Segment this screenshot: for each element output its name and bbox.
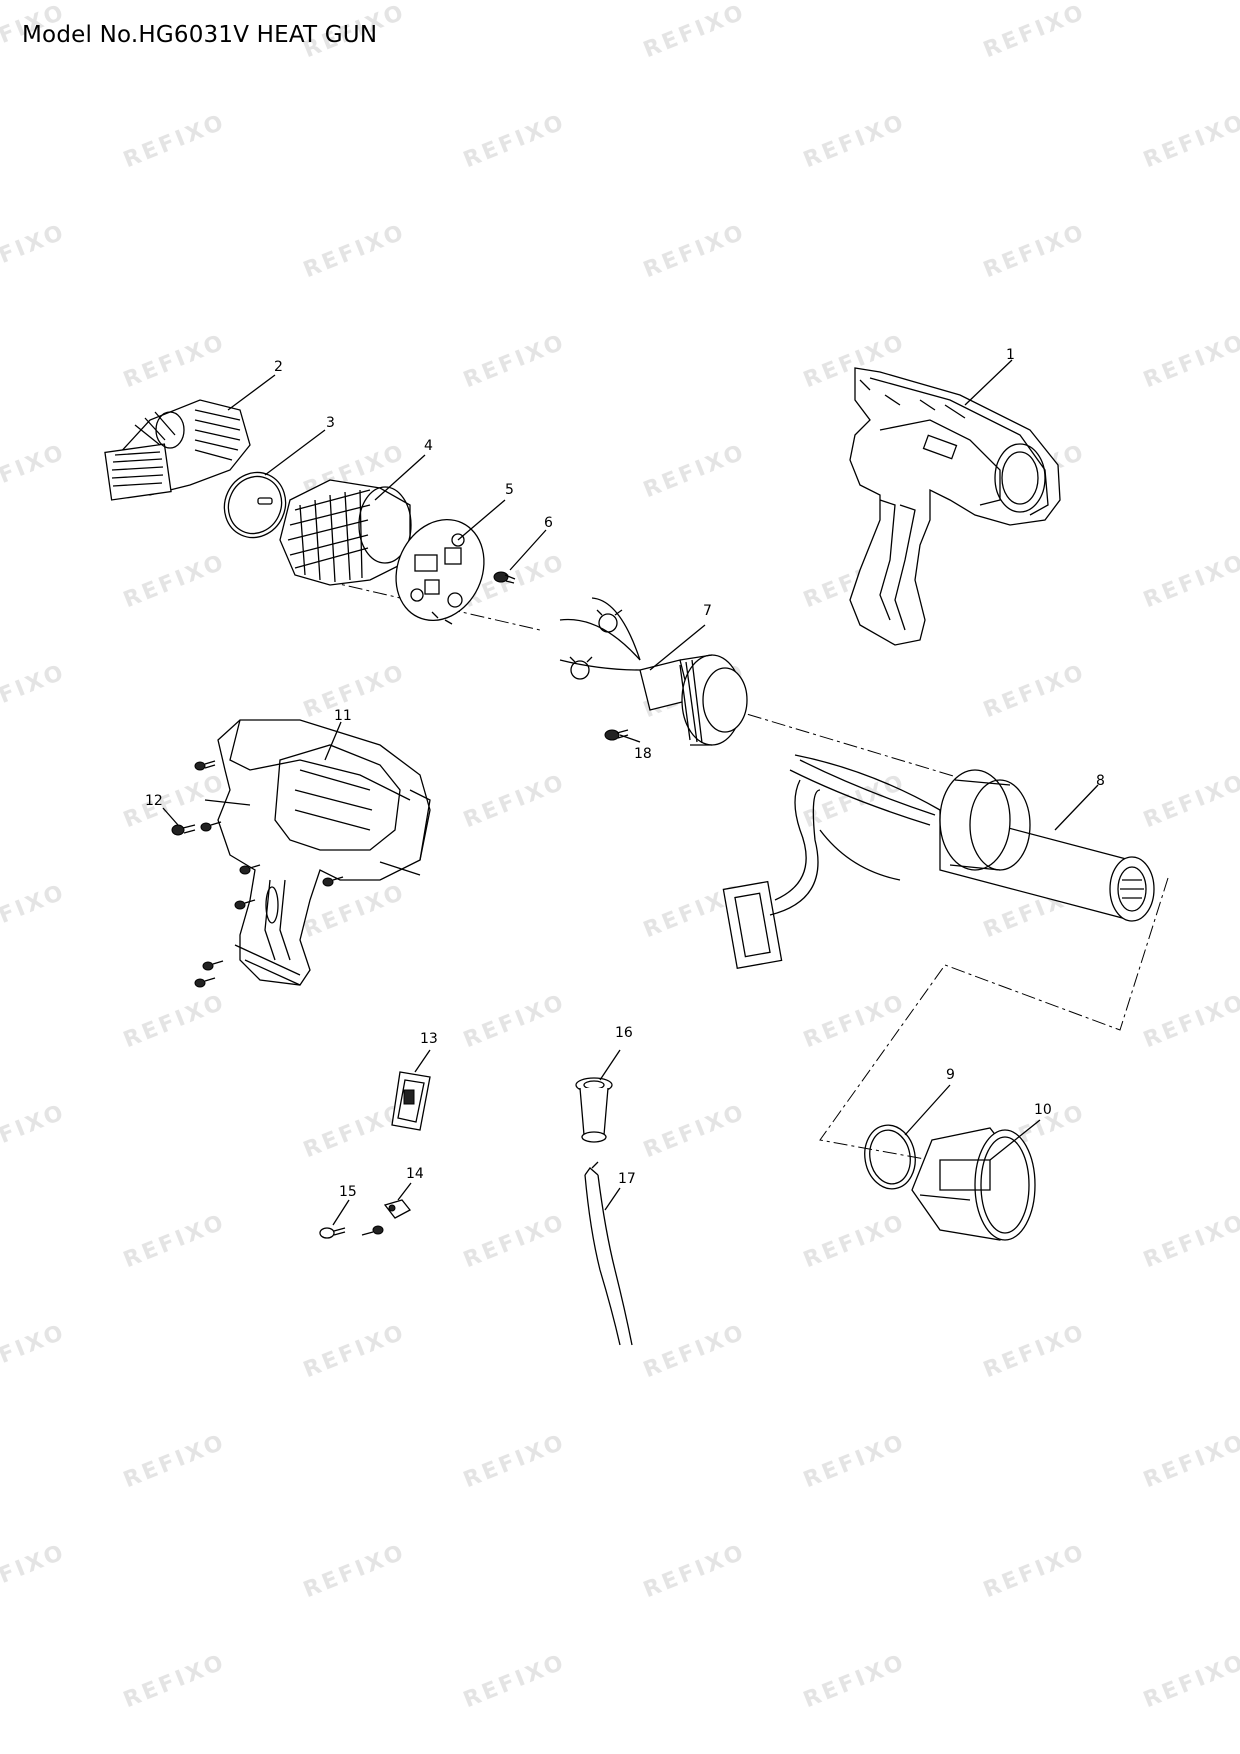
- part-label-4: 4: [424, 438, 433, 454]
- part-5-terminal-plate: [395, 518, 485, 625]
- document-title: Model No.HG6031V HEAT GUN: [22, 22, 378, 48]
- part-1-housing-right: [849, 367, 1061, 646]
- part-label-7: 7: [703, 603, 712, 619]
- part-16-cord-guard: [575, 1077, 613, 1143]
- part-label-14: 14: [406, 1166, 424, 1182]
- part-label-15: 15: [339, 1184, 357, 1200]
- part-label-10: 10: [1034, 1102, 1052, 1118]
- part-14-cord-clamp: [361, 1199, 411, 1236]
- nozzle-axis-line: [819, 877, 1169, 1161]
- part-4-grille-sleeve: [279, 479, 412, 586]
- part-15-screw: [319, 1227, 346, 1239]
- part-9-retaining-ring: [864, 1124, 916, 1190]
- part-label-6: 6: [544, 515, 553, 531]
- leader-lines: [162, 359, 1099, 1226]
- part-3-o-ring: [223, 471, 287, 539]
- part-label-9: 9: [946, 1067, 955, 1083]
- part-label-8: 8: [1096, 773, 1105, 789]
- part-number-labels: 1 2 3 4 5 6 7 8 9 10 11 12 13 14 15 16 1…: [145, 347, 1105, 1200]
- part-label-2: 2: [274, 359, 283, 375]
- part-label-5: 5: [505, 482, 514, 498]
- part-8-heating-element: [722, 754, 1155, 969]
- part-6-screw: [493, 571, 516, 584]
- part-label-18: 18: [634, 746, 652, 762]
- part-17-power-cord: [584, 1161, 633, 1346]
- part-label-13: 13: [420, 1031, 438, 1047]
- part-18-screw: [604, 729, 629, 741]
- part-2-front-grill-cover: [104, 399, 251, 501]
- part-13-switch-plate: [391, 1071, 431, 1131]
- part-label-16: 16: [615, 1025, 633, 1041]
- part-label-3: 3: [326, 415, 335, 431]
- part-label-12: 12: [145, 793, 163, 809]
- part-11-housing-left: [204, 719, 431, 986]
- part-label-17: 17: [618, 1171, 636, 1187]
- part-10-nozzle-sleeve: [911, 1127, 1036, 1241]
- part-label-11: 11: [334, 708, 352, 724]
- part-label-1: 1: [1006, 347, 1015, 363]
- part-7-motor-fan: [559, 597, 748, 746]
- assembly-axis-line: [299, 574, 1001, 791]
